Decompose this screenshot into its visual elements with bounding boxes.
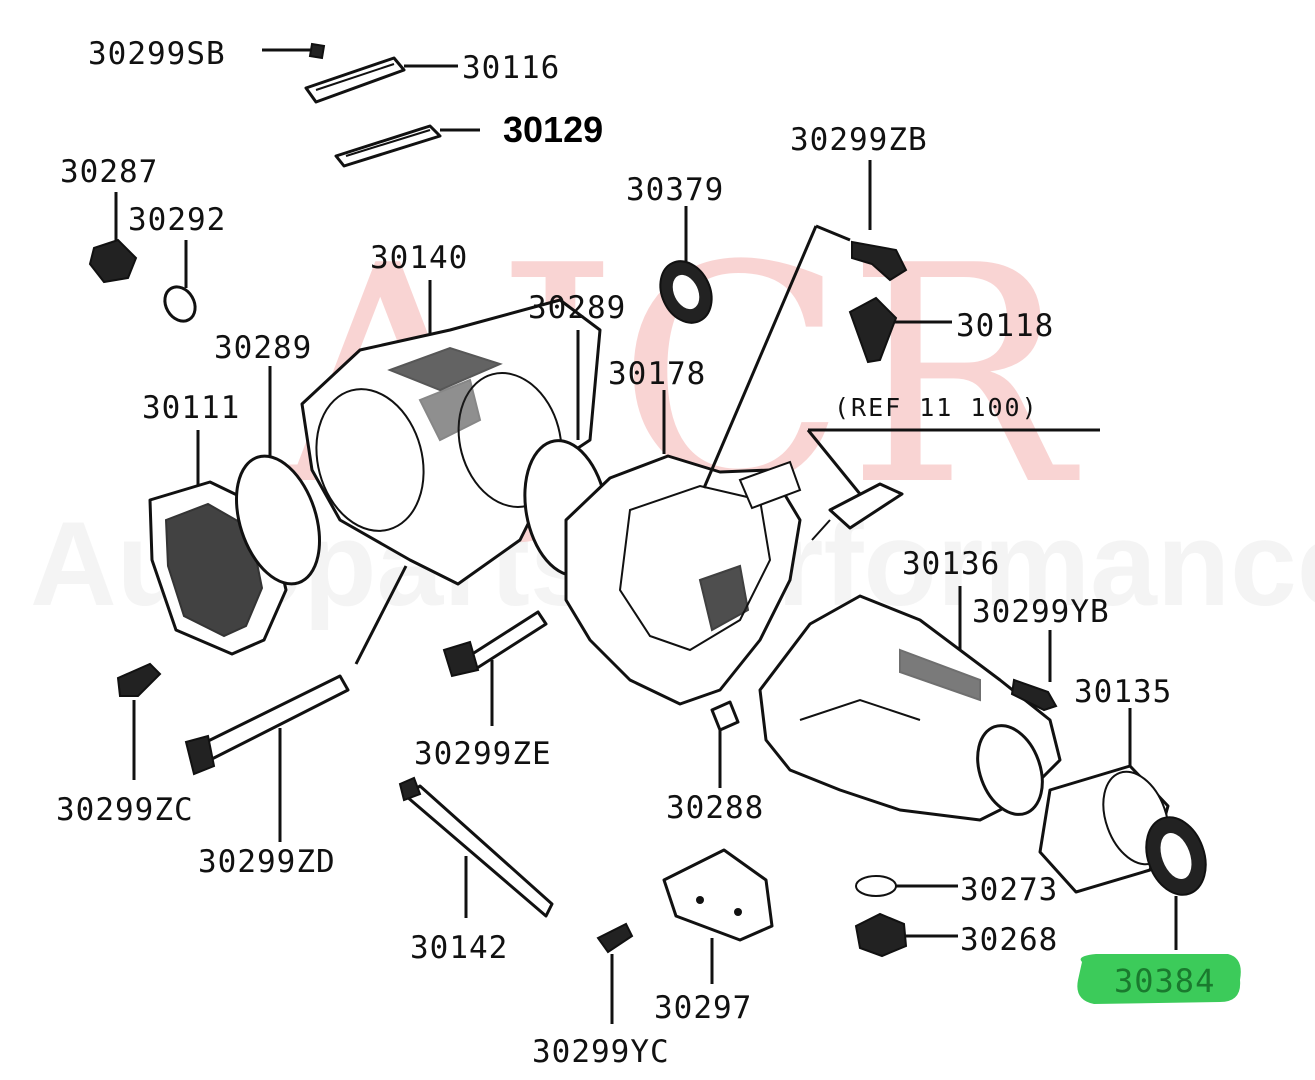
part-30178-case[interactable]: [564, 390, 802, 706]
label-30297: 30297: [654, 990, 752, 1026]
part-30297-plate[interactable]: [662, 848, 774, 984]
label-30273: 30273: [960, 872, 1058, 908]
part-30135-sleeve[interactable]: [1038, 708, 1181, 894]
part-30299ZE-bolt[interactable]: [442, 610, 548, 726]
part-30299ZC-bolt[interactable]: [116, 662, 162, 780]
part-30136-extension-housing[interactable]: [758, 586, 1062, 823]
label-30289-left: 30289: [214, 330, 312, 366]
part-30379-seal[interactable]: [651, 206, 722, 331]
label-30135: 30135: [1074, 674, 1172, 710]
label-30118: 30118: [956, 308, 1054, 344]
label-30292: 30292: [128, 202, 226, 238]
label-30140: 30140: [370, 240, 468, 276]
label-30299ZE: 30299ZE: [414, 736, 552, 772]
label-30288: 30288: [666, 790, 764, 826]
highlight-30384[interactable]: 30384: [1077, 954, 1241, 1004]
part-30288-pin[interactable]: [710, 700, 740, 788]
part-30299ZD-bolt[interactable]: [184, 565, 408, 842]
part-30268-plug[interactable]: [854, 912, 958, 958]
part-30299SB-pin[interactable]: [262, 42, 326, 60]
part-30299ZB-bolt[interactable]: [702, 160, 908, 489]
ref-11-100-group: [806, 428, 1100, 541]
label-30299YB: 30299YB: [972, 594, 1110, 630]
label-30299YC: 30299YC: [532, 1034, 670, 1070]
part-30116-strip[interactable]: [304, 56, 458, 104]
label-30111: 30111: [142, 390, 240, 426]
part-30292-washer[interactable]: [159, 240, 201, 327]
part-30299YB-bolt[interactable]: [1010, 630, 1058, 712]
part-30142-cable[interactable]: [398, 776, 554, 918]
label-30116: 30116: [462, 50, 560, 86]
part-30384-seal[interactable]: [1136, 809, 1216, 950]
label-30136: 30136: [902, 546, 1000, 582]
label-30384: 30384: [1114, 962, 1215, 1000]
label-30178: 30178: [608, 356, 706, 392]
label-30299ZC: 30299ZC: [56, 792, 194, 828]
label-30379: 30379: [626, 172, 724, 208]
label-ref-11-100: (REF 11 100): [834, 393, 1039, 422]
label-30289-right: 30289: [528, 290, 626, 326]
label-30299ZD: 30299ZD: [198, 844, 336, 880]
label-30299SB: 30299SB: [88, 36, 226, 72]
label-30129: 30129: [503, 109, 603, 150]
part-30287-plug[interactable]: [88, 192, 138, 284]
part-30118-bushing[interactable]: [848, 296, 952, 364]
part-30299YC-bolt[interactable]: [596, 922, 634, 1024]
part-30273-gasket[interactable]: [855, 875, 958, 897]
part-30289-oring-left[interactable]: [221, 366, 334, 595]
label-30299ZB: 30299ZB: [790, 122, 928, 158]
label-30287: 30287: [60, 154, 158, 190]
label-30142: 30142: [410, 930, 508, 966]
label-30268: 30268: [960, 922, 1058, 958]
part-30129-strip[interactable]: [334, 124, 480, 168]
